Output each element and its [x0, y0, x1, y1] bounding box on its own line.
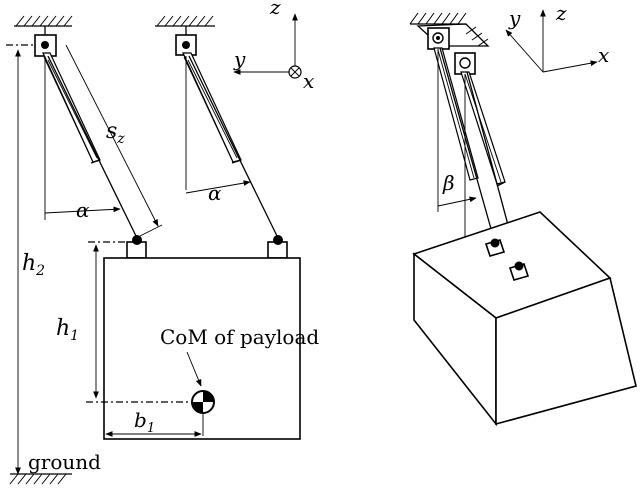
beta-label-1: β [442, 171, 455, 195]
payload-cube-right [412, 211, 637, 427]
h1-label: h1 [56, 316, 79, 344]
alpha-arrow-1 [44, 206, 121, 214]
x-axis-label-right: x [598, 43, 609, 67]
pivot-joint-left-1 [41, 41, 49, 49]
z-axis-label-left: z [269, 0, 281, 19]
ceiling-left-1 [14, 15, 73, 35]
b1-label: b1 [134, 408, 155, 436]
alpha-label-2: α [208, 181, 222, 205]
sz-dimension-tick [139, 224, 163, 237]
cable-left-2 [182, 52, 279, 239]
attachment-joint-right-2 [514, 261, 524, 271]
pivot-joint-left-2 [182, 41, 190, 49]
com-symbol [191, 390, 215, 414]
alpha-arrow-2 [185, 180, 251, 194]
ground-label: ground [28, 450, 101, 474]
cable-right-1 [433, 47, 496, 244]
cable-left-1 [42, 52, 138, 239]
cable-right-2 [460, 71, 520, 267]
ceiling-left-2 [155, 15, 215, 35]
attachment-joint-1 [132, 235, 142, 245]
sz-label: sz [106, 119, 125, 147]
coordinate-frame-right [505, 9, 598, 73]
x-axis-label-left: x [303, 69, 314, 93]
z-axis-label-right: z [555, 1, 567, 25]
h2-label: h2 [22, 251, 45, 279]
y-axis-label-right: y [508, 6, 521, 30]
beta-arrow-1 [437, 196, 477, 207]
attachment-joint-right-1 [490, 238, 500, 248]
com-label: CoM of payload [160, 325, 319, 349]
pivot-joint-right-2 [459, 57, 471, 69]
y-axis-label-left: y [233, 47, 246, 71]
pivot-dot-right-1 [436, 36, 440, 40]
ground-hatch [9, 473, 67, 485]
com-pointer-arrow [186, 351, 202, 387]
alpha-label-1: α [76, 198, 90, 222]
coordinate-frame-left [233, 13, 302, 79]
attachment-joint-2 [273, 235, 283, 245]
sz-dimension-arrow [65, 44, 159, 227]
